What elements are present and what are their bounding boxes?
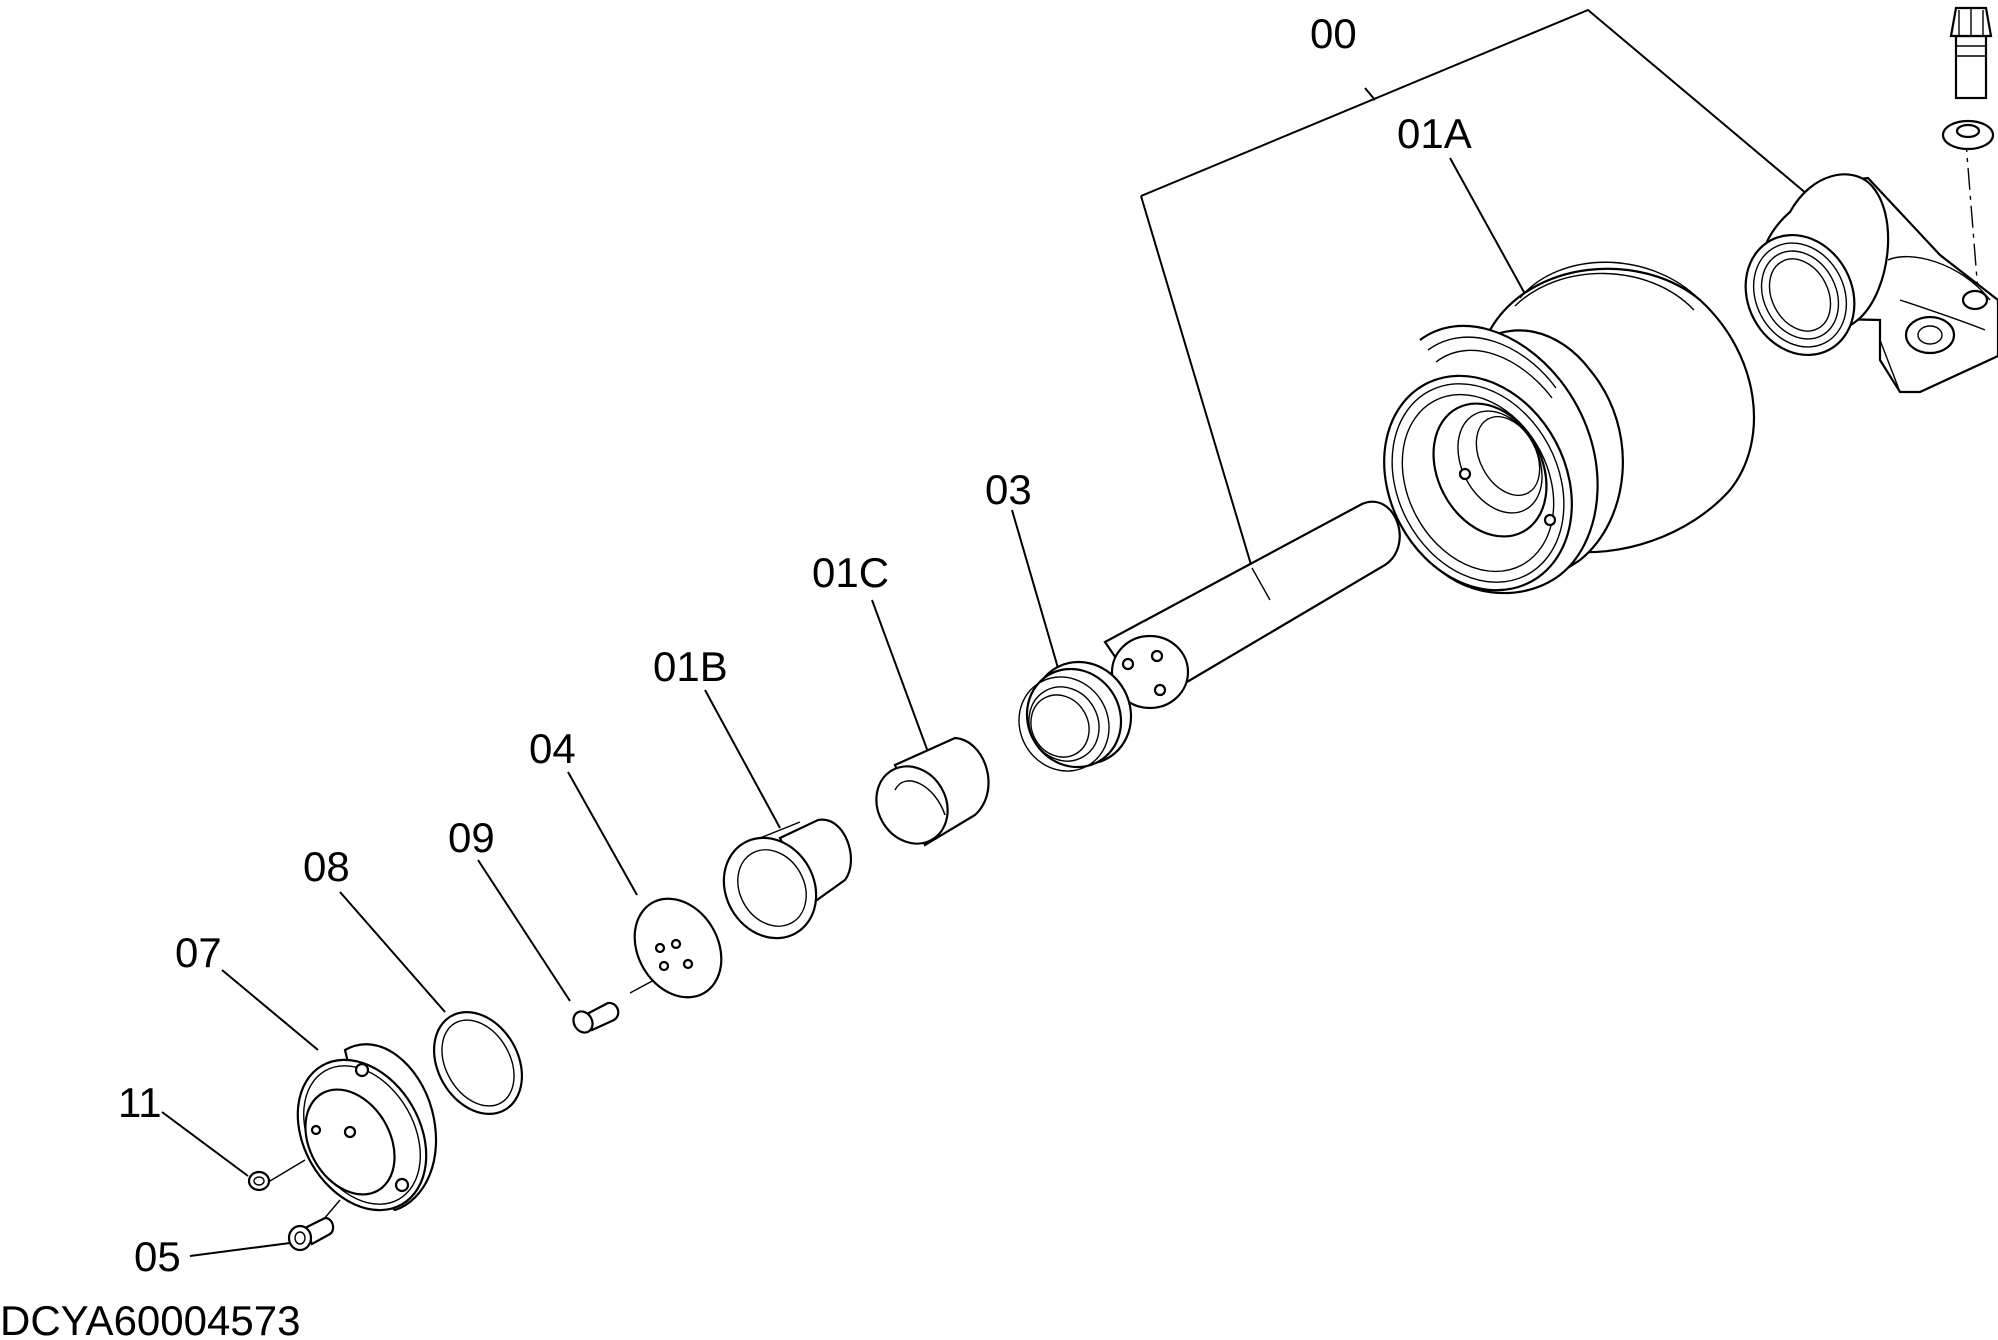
leader-04: [567, 771, 638, 896]
leader-08: [339, 891, 446, 1013]
leader-00: [1140, 8, 1821, 206]
label-05: 05: [134, 1233, 181, 1280]
label-01C: 01C: [812, 549, 889, 596]
o-ring-08: [432, 1011, 524, 1115]
bolt-05: [287, 1216, 335, 1252]
bracket-bore: [1744, 233, 1856, 357]
plug-11: [247, 1170, 271, 1192]
label-08: 08: [303, 843, 350, 890]
label-11: 11: [118, 1079, 162, 1126]
drawing-code: DCYA60004573: [0, 1297, 300, 1340]
bushing-01C: [875, 736, 990, 847]
cover-07: [296, 1043, 438, 1212]
leader-01C: [871, 599, 929, 753]
shaft: [1103, 500, 1401, 710]
leader-05: [189, 1242, 291, 1257]
leader-03: [1011, 509, 1059, 669]
roller-face: [1383, 374, 1573, 592]
label-00: 00: [1310, 10, 1357, 57]
label-09: 09: [448, 814, 495, 861]
screw-09: [572, 1001, 620, 1034]
leader-07: [221, 969, 319, 1051]
label-03: 03: [985, 466, 1032, 513]
leader-01B: [704, 689, 781, 829]
bolt-icon: [1949, 6, 1993, 100]
seal-03: [1018, 660, 1133, 772]
label-07: 07: [175, 929, 222, 976]
washer-icon: [1941, 119, 1995, 151]
leader-00-shaft: [1140, 195, 1253, 569]
label-01B: 01B: [653, 643, 728, 690]
leader-11: [161, 1111, 249, 1177]
label-04: 04: [529, 725, 576, 772]
leader-09: [477, 859, 571, 1002]
bushing-01B: [722, 818, 852, 940]
leader-lines: [161, 8, 1979, 1257]
label-01A: 01A: [1397, 110, 1472, 157]
leader-01A: [1449, 157, 1536, 313]
plate-04: [633, 897, 723, 999]
